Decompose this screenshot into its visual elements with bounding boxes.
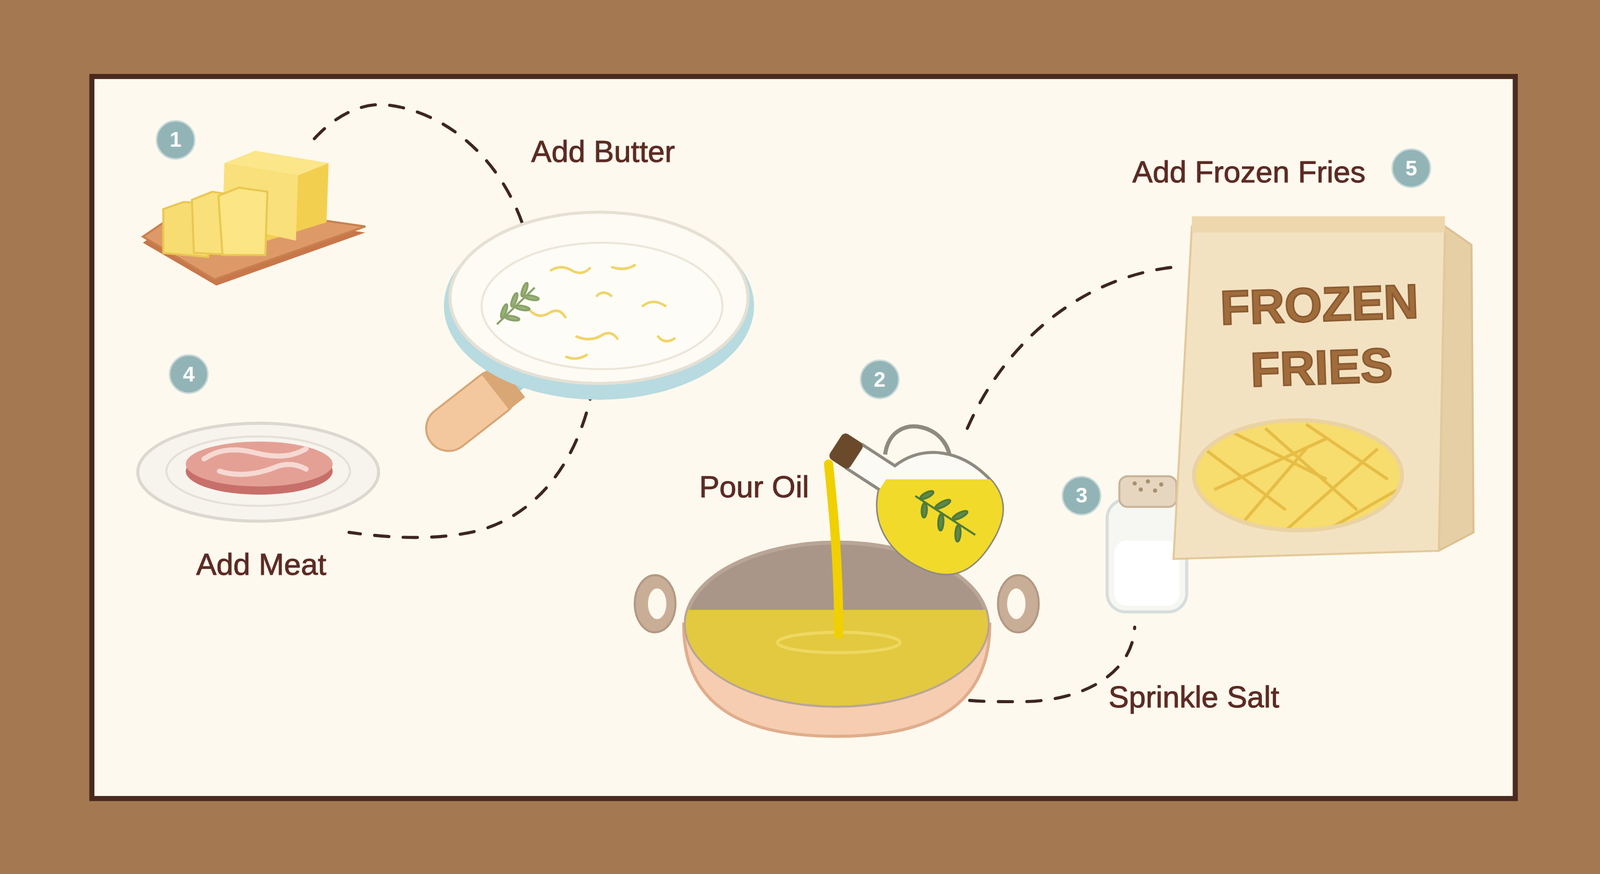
callout-number: 1 <box>169 127 182 152</box>
callout-circle: 5 <box>1391 148 1432 189</box>
callout-number: 4 <box>182 362 195 387</box>
step-label: Add Frozen Fries <box>1132 154 1366 190</box>
callout-number: 3 <box>1075 483 1088 508</box>
step-label: Add Butter <box>531 133 675 169</box>
callout-circle: 3 <box>1061 476 1102 516</box>
step-label: Pour Oil <box>699 469 810 505</box>
callout-circle: 1 <box>155 120 196 160</box>
callout-number: 5 <box>1405 156 1418 181</box>
callout-circle: 2 <box>859 359 900 400</box>
bag-label: FROZEN FRIES <box>1161 267 1480 405</box>
step-label: Sprinkle Salt <box>1108 679 1280 715</box>
callout-number: 2 <box>873 368 886 392</box>
callout-circle: 4 <box>168 354 209 395</box>
step-label: Add Meat <box>196 546 327 582</box>
fries-bag: FROZEN FRIES <box>1163 210 1478 566</box>
